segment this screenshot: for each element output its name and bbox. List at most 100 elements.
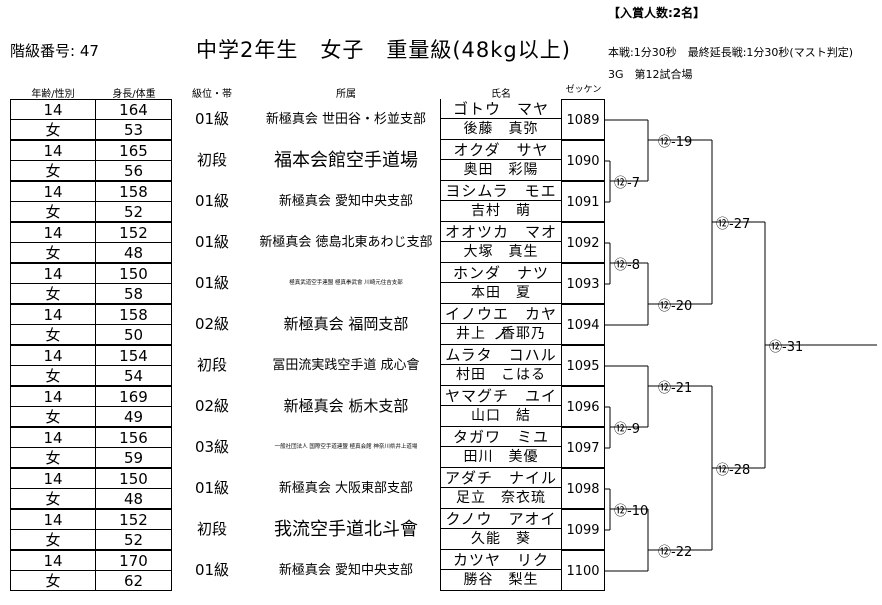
entry-name: 山口 結 bbox=[440, 406, 562, 427]
entry-affiliation: 新極真会 大阪東部支部 bbox=[278, 481, 414, 496]
entry-sex: 女 bbox=[10, 242, 96, 263]
court-info: 3G 第12試合場 bbox=[608, 68, 693, 81]
entry-affiliation: 冨田流実践空手道 成心會 bbox=[272, 358, 420, 373]
entry-age: 14 bbox=[10, 427, 96, 447]
match-label: ⑫-31 bbox=[769, 340, 803, 355]
entry-sex: 女 bbox=[10, 119, 96, 140]
entry-height: 158 bbox=[96, 181, 172, 201]
entry-name: 本田 夏 bbox=[440, 283, 562, 304]
entry-name: 村田 こはる bbox=[440, 365, 562, 386]
entry-name-kana: イノウエ カヤノ bbox=[440, 304, 562, 343]
entry-rank: 01級 bbox=[194, 110, 230, 128]
entry-name: 久能 葵 bbox=[440, 529, 562, 550]
header-name: 氏名 bbox=[491, 89, 511, 100]
entry-name-kana: ゴトウ マヤ bbox=[440, 99, 562, 119]
entry-weight: 56 bbox=[96, 160, 172, 181]
entry-number: 1089 bbox=[562, 99, 605, 140]
entry-age: 14 bbox=[10, 550, 96, 570]
entry-name-kana: ムラタ コハル bbox=[440, 345, 562, 365]
entry-name: 奥田 彩陽 bbox=[440, 160, 562, 181]
entry-sex: 女 bbox=[10, 324, 96, 345]
entry-name-kana: カツヤ リク bbox=[440, 550, 562, 570]
match-label: ⑫-27 bbox=[716, 217, 750, 232]
entry-rank: 01級 bbox=[194, 479, 230, 497]
entry-age: 14 bbox=[10, 222, 96, 242]
entry-age: 14 bbox=[10, 468, 96, 488]
entry-name-kana: タガワ ミユ bbox=[440, 427, 562, 447]
entry-affiliation: 一般社団法人 国際空手道連盟 極真会館 神奈川県井上道場 bbox=[274, 444, 418, 450]
entry-name-kana: ヨシムラ モエ bbox=[440, 181, 562, 201]
entry-name-kana: オオツカ マオ bbox=[440, 222, 562, 242]
entry-age: 14 bbox=[10, 345, 96, 365]
match-rules: 本戦:1分30秒 最終延長戦:1分30秒(マスト判定) bbox=[608, 46, 853, 59]
entry-height: 152 bbox=[96, 509, 172, 529]
entry-weight: 52 bbox=[96, 201, 172, 222]
entry-name: 井上 香耶乃 bbox=[440, 324, 562, 345]
entry-name-kana: アダチ ナイル bbox=[440, 468, 562, 488]
entry-height: 170 bbox=[96, 550, 172, 570]
entry-rank: 01級 bbox=[194, 192, 230, 210]
entry-affiliation: 極真武道空手連盟 極真拳武會 川崎元住吉支部 bbox=[289, 280, 403, 286]
entry-sex: 女 bbox=[10, 488, 96, 509]
entry-name-kana: ホンダ ナツ bbox=[440, 263, 562, 283]
entry-weight: 58 bbox=[96, 283, 172, 304]
entry-weight: 59 bbox=[96, 447, 172, 468]
header-zekken: ゼッケン bbox=[565, 85, 602, 95]
entry-height: 150 bbox=[96, 468, 172, 488]
entry-name-kana: オクダ サヤ bbox=[440, 140, 562, 160]
entry-height: 165 bbox=[96, 140, 172, 160]
entry-height: 152 bbox=[96, 222, 172, 242]
entry-weight: 53 bbox=[96, 119, 172, 140]
entry-number: 1097 bbox=[562, 427, 605, 468]
match-label: ⑫-20 bbox=[658, 299, 692, 314]
entry-age: 14 bbox=[10, 304, 96, 324]
entry-weight: 49 bbox=[96, 406, 172, 427]
entry-sex: 女 bbox=[10, 406, 96, 427]
entry-sex: 女 bbox=[10, 201, 96, 222]
entry-number: 1096 bbox=[562, 386, 605, 427]
match-label: ⑫-8 bbox=[614, 258, 640, 273]
entry-number: 1098 bbox=[562, 468, 605, 509]
entry-name: 吉村 萌 bbox=[440, 201, 562, 222]
entry-number: 1094 bbox=[562, 304, 605, 345]
entry-affiliation: 新極真会 徳島北東あわじ支部 bbox=[259, 235, 433, 250]
entry-sex: 女 bbox=[10, 570, 96, 591]
entry-sex: 女 bbox=[10, 283, 96, 304]
entry-weight: 52 bbox=[96, 529, 172, 550]
prize-count: 【入賞人数:2名】 bbox=[608, 6, 706, 20]
entry-rank: 03級 bbox=[194, 438, 230, 456]
entry-number: 1100 bbox=[562, 550, 605, 591]
entry-affiliation: 我流空手道北斗會 bbox=[274, 519, 418, 540]
entry-rank: 01級 bbox=[194, 233, 230, 251]
entry-number: 1090 bbox=[562, 140, 605, 181]
match-label: ⑫-19 bbox=[658, 135, 692, 150]
entry-age: 14 bbox=[10, 181, 96, 201]
entry-height: 169 bbox=[96, 386, 172, 406]
entry-height: 158 bbox=[96, 304, 172, 324]
entry-age: 14 bbox=[10, 263, 96, 283]
entry-age: 14 bbox=[10, 99, 96, 119]
entry-number: 1095 bbox=[562, 345, 605, 386]
entry-affiliation: 新極真会 栃木支部 bbox=[283, 397, 409, 415]
entry-rank: 01級 bbox=[194, 561, 230, 579]
entry-number: 1092 bbox=[562, 222, 605, 263]
entry-name-kana: クノウ アオイ bbox=[440, 509, 562, 529]
entry-name: 大塚 真生 bbox=[440, 242, 562, 263]
entry-sex: 女 bbox=[10, 160, 96, 181]
entry-sex: 女 bbox=[10, 529, 96, 550]
entry-weight: 50 bbox=[96, 324, 172, 345]
entry-rank: 02級 bbox=[194, 315, 230, 333]
page-title: 中学2年生 女子 重量級(48kg以上) bbox=[196, 38, 571, 62]
entry-rank: 初段 bbox=[196, 356, 227, 374]
